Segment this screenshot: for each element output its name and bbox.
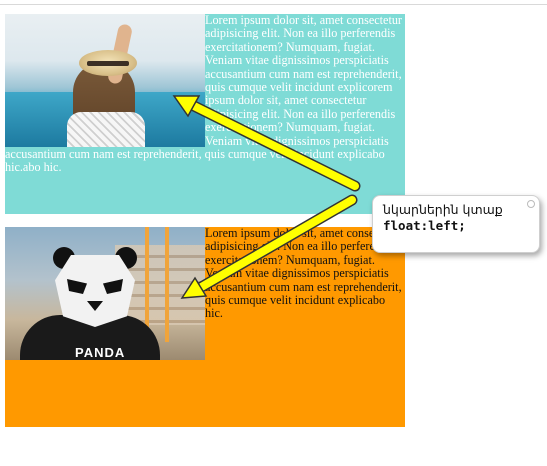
top-divider [0,4,547,5]
float-demo-box-2: PANDA Lorem ipsum dolor sit, amet consec… [5,227,405,427]
float-demo-box-1: Lorem ipsum dolor sit, amet consectetur … [5,14,405,214]
callout-line-1: նկարներին կտաք [383,202,503,217]
callout-dot-icon [527,200,535,208]
panda-photo: PANDA [5,227,205,360]
callout-line-2: float:left; [383,218,466,233]
beach-photo [5,14,205,147]
panda-shirt-text: PANDA [75,345,126,360]
annotation-callout: նկարներին կտաք float:left; [372,195,540,253]
